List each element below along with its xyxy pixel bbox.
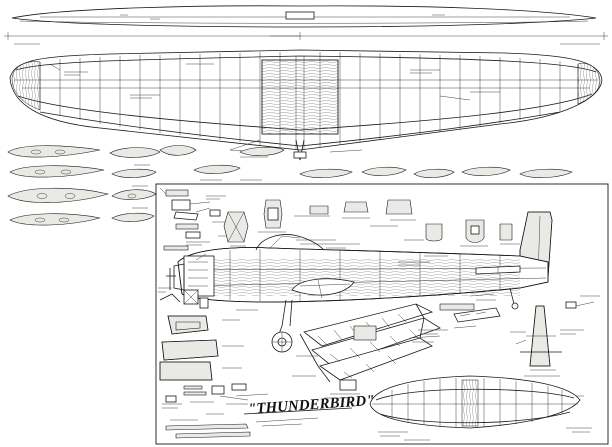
- parts-exploded: [159, 187, 238, 239]
- fuselage-assembly: [292, 303, 441, 399]
- fuselage-side-elevation: [166, 211, 553, 311]
- stabilizer-plan-view: [369, 375, 592, 441]
- caption-lines: [195, 225, 448, 335]
- fuselage-formers: [223, 199, 520, 247]
- left-parts: [158, 245, 251, 439]
- main-landing-gear: [271, 299, 293, 353]
- top-spar-strip: [11, 5, 597, 28]
- wing-plan-view: [9, 35, 603, 161]
- tail-assembly-detail: [409, 293, 600, 397]
- fuselage-sheet: "THUNDERBIRD": [155, 183, 609, 445]
- dimension-lines: [4, 32, 608, 45]
